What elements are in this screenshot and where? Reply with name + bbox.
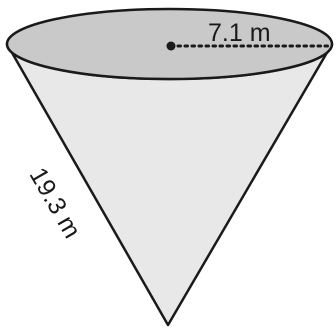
center-point <box>166 41 176 51</box>
radius-label: 7.1 m <box>208 19 271 47</box>
slant-height-label: 19.3 m <box>24 163 86 243</box>
